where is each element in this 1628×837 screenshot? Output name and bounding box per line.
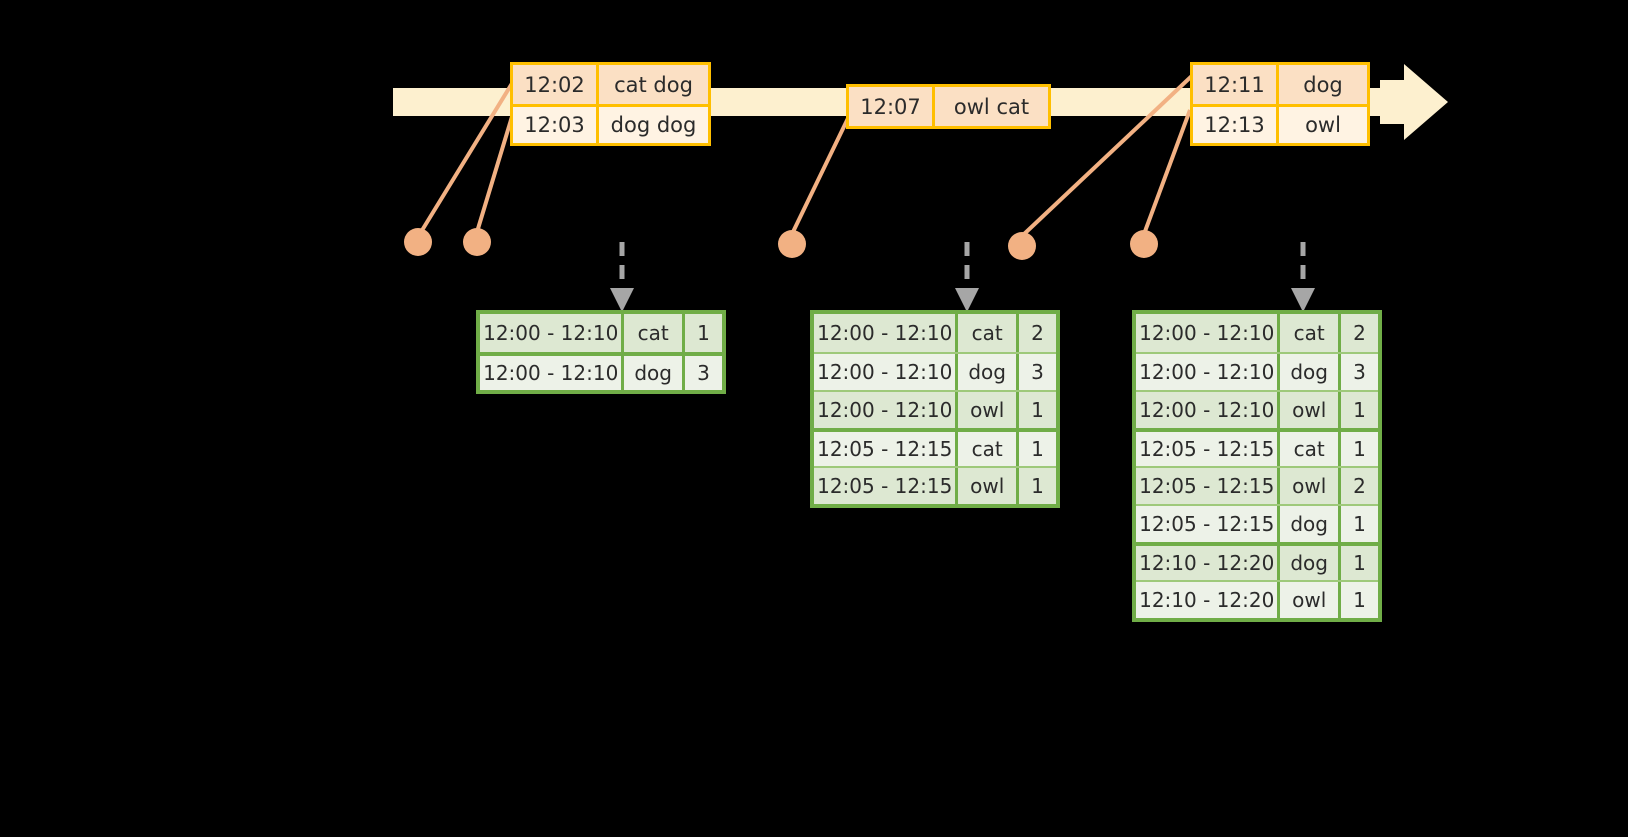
event-words: dog [1303,72,1343,97]
cell-word: dog [624,356,685,390]
cell-word: owl [958,392,1019,428]
cell-count: 2 [1031,321,1044,345]
cell-window: 12:05 - 12:15 [1136,432,1281,466]
cell-window: 12:00 - 12:10 [814,354,959,390]
event-row: 12:03 dog dog [513,104,708,143]
connector-line-3 [790,109,854,235]
event-box-1[interactable]: 12:02 cat dog 12:03 dog dog [510,62,711,146]
cell-window: 12:10 - 12:20 [1136,546,1281,580]
cell-word: cat [1280,432,1341,466]
down-arrow-3 [1291,242,1315,312]
cell-count: 1 [1353,437,1366,461]
cell-count: 3 [1031,360,1044,384]
table-row: 12:05 - 12:15 dog 1 [1136,504,1378,542]
event-time: 12:11 [1193,65,1279,104]
event-time: 12:02 [513,65,599,104]
cell-word: dog [1280,546,1341,580]
cell-count: 1 [1353,551,1366,575]
cell-window: 12:05 - 12:15 [1136,506,1281,542]
cell-word: owl [958,468,1019,504]
cell-word: cat [1280,314,1341,352]
down-arrow-2 [955,242,979,312]
cell-count: 3 [697,361,710,385]
table-row: 12:10 - 12:20 owl 1 [1136,580,1378,618]
cell-word: dog [1280,354,1341,390]
cell-count: 1 [1353,512,1366,536]
event-marker-5 [1130,230,1158,258]
event-row: 12:13 owl [1193,104,1367,143]
table-row: 12:00 - 12:10 dog 3 [1136,352,1378,390]
cell-word: owl [1280,468,1341,504]
cell-window: 12:00 - 12:10 [480,356,625,390]
event-words: cat dog [614,72,693,97]
event-time: 12:03 [513,107,599,143]
event-box-3[interactable]: 12:11 dog 12:13 owl [1190,62,1370,146]
table-row: 12:00 - 12:10 cat 1 [480,314,722,352]
cell-count: 1 [1353,398,1366,422]
table-row: 12:00 - 12:10 owl 1 [1136,390,1378,428]
cell-window: 12:05 - 12:15 [814,432,959,466]
cell-count: 1 [1031,398,1044,422]
table-row: 12:10 - 12:20 dog 1 [1136,542,1378,580]
result-table-3[interactable]: 12:00 - 12:10 cat 2 12:00 - 12:10 dog 3 … [1132,310,1382,622]
cell-window: 12:00 - 12:10 [814,392,959,428]
table-row: 12:05 - 12:15 cat 1 [814,428,1056,466]
cell-count: 1 [1031,437,1044,461]
event-row: 12:02 cat dog [513,65,708,104]
table-row: 12:00 - 12:10 dog 3 [814,352,1056,390]
timeline-arrow-icon [1404,64,1448,140]
cell-word: owl [1280,582,1341,618]
result-table-1[interactable]: 12:00 - 12:10 cat 1 12:00 - 12:10 dog 3 [476,310,726,394]
table-row: 12:00 - 12:10 cat 2 [1136,314,1378,352]
event-marker-2 [463,228,491,256]
table-row: 12:05 - 12:15 owl 1 [814,466,1056,504]
cell-window: 12:00 - 12:10 [1136,354,1281,390]
cell-count: 2 [1353,474,1366,498]
cell-window: 12:00 - 12:10 [480,314,625,352]
event-words: dog dog [610,113,697,137]
cell-window: 12:05 - 12:15 [814,468,959,504]
table-row: 12:00 - 12:10 cat 2 [814,314,1056,352]
result-table-2[interactable]: 12:00 - 12:10 cat 2 12:00 - 12:10 dog 3 … [810,310,1060,508]
cell-word: owl [1280,392,1341,428]
cell-window: 12:00 - 12:10 [1136,314,1281,352]
cell-window: 12:00 - 12:10 [814,314,959,352]
table-row: 12:00 - 12:10 owl 1 [814,390,1056,428]
table-row: 12:00 - 12:10 dog 3 [480,352,722,390]
event-words: owl cat [953,94,1030,119]
down-arrow-1 [610,242,634,312]
cell-word: dog [958,354,1019,390]
event-row: 12:07 owl cat [849,87,1048,126]
cell-window: 12:00 - 12:10 [1136,392,1281,428]
table-row: 12:05 - 12:15 cat 1 [1136,428,1378,466]
event-marker-3 [778,230,806,258]
cell-window: 12:10 - 12:20 [1136,582,1281,618]
cell-word: cat [958,432,1019,466]
cell-count: 1 [697,321,710,345]
event-box-2[interactable]: 12:07 owl cat [846,84,1051,129]
event-time: 12:07 [849,87,935,126]
cell-count: 3 [1353,360,1366,384]
cell-count: 2 [1353,321,1366,345]
connector-line-2 [475,109,516,233]
event-words: owl [1305,113,1341,137]
cell-count: 1 [1031,474,1044,498]
cell-window: 12:05 - 12:15 [1136,468,1281,504]
event-time: 12:13 [1193,107,1279,143]
cell-count: 1 [1353,588,1366,612]
connector-line-5 [1142,109,1192,235]
cell-word: cat [624,314,685,352]
table-row: 12:05 - 12:15 owl 2 [1136,466,1378,504]
event-row: 12:11 dog [1193,65,1367,104]
event-marker-1 [404,228,432,256]
cell-word: cat [958,314,1019,352]
event-marker-4 [1008,232,1036,260]
cell-word: dog [1280,506,1341,542]
